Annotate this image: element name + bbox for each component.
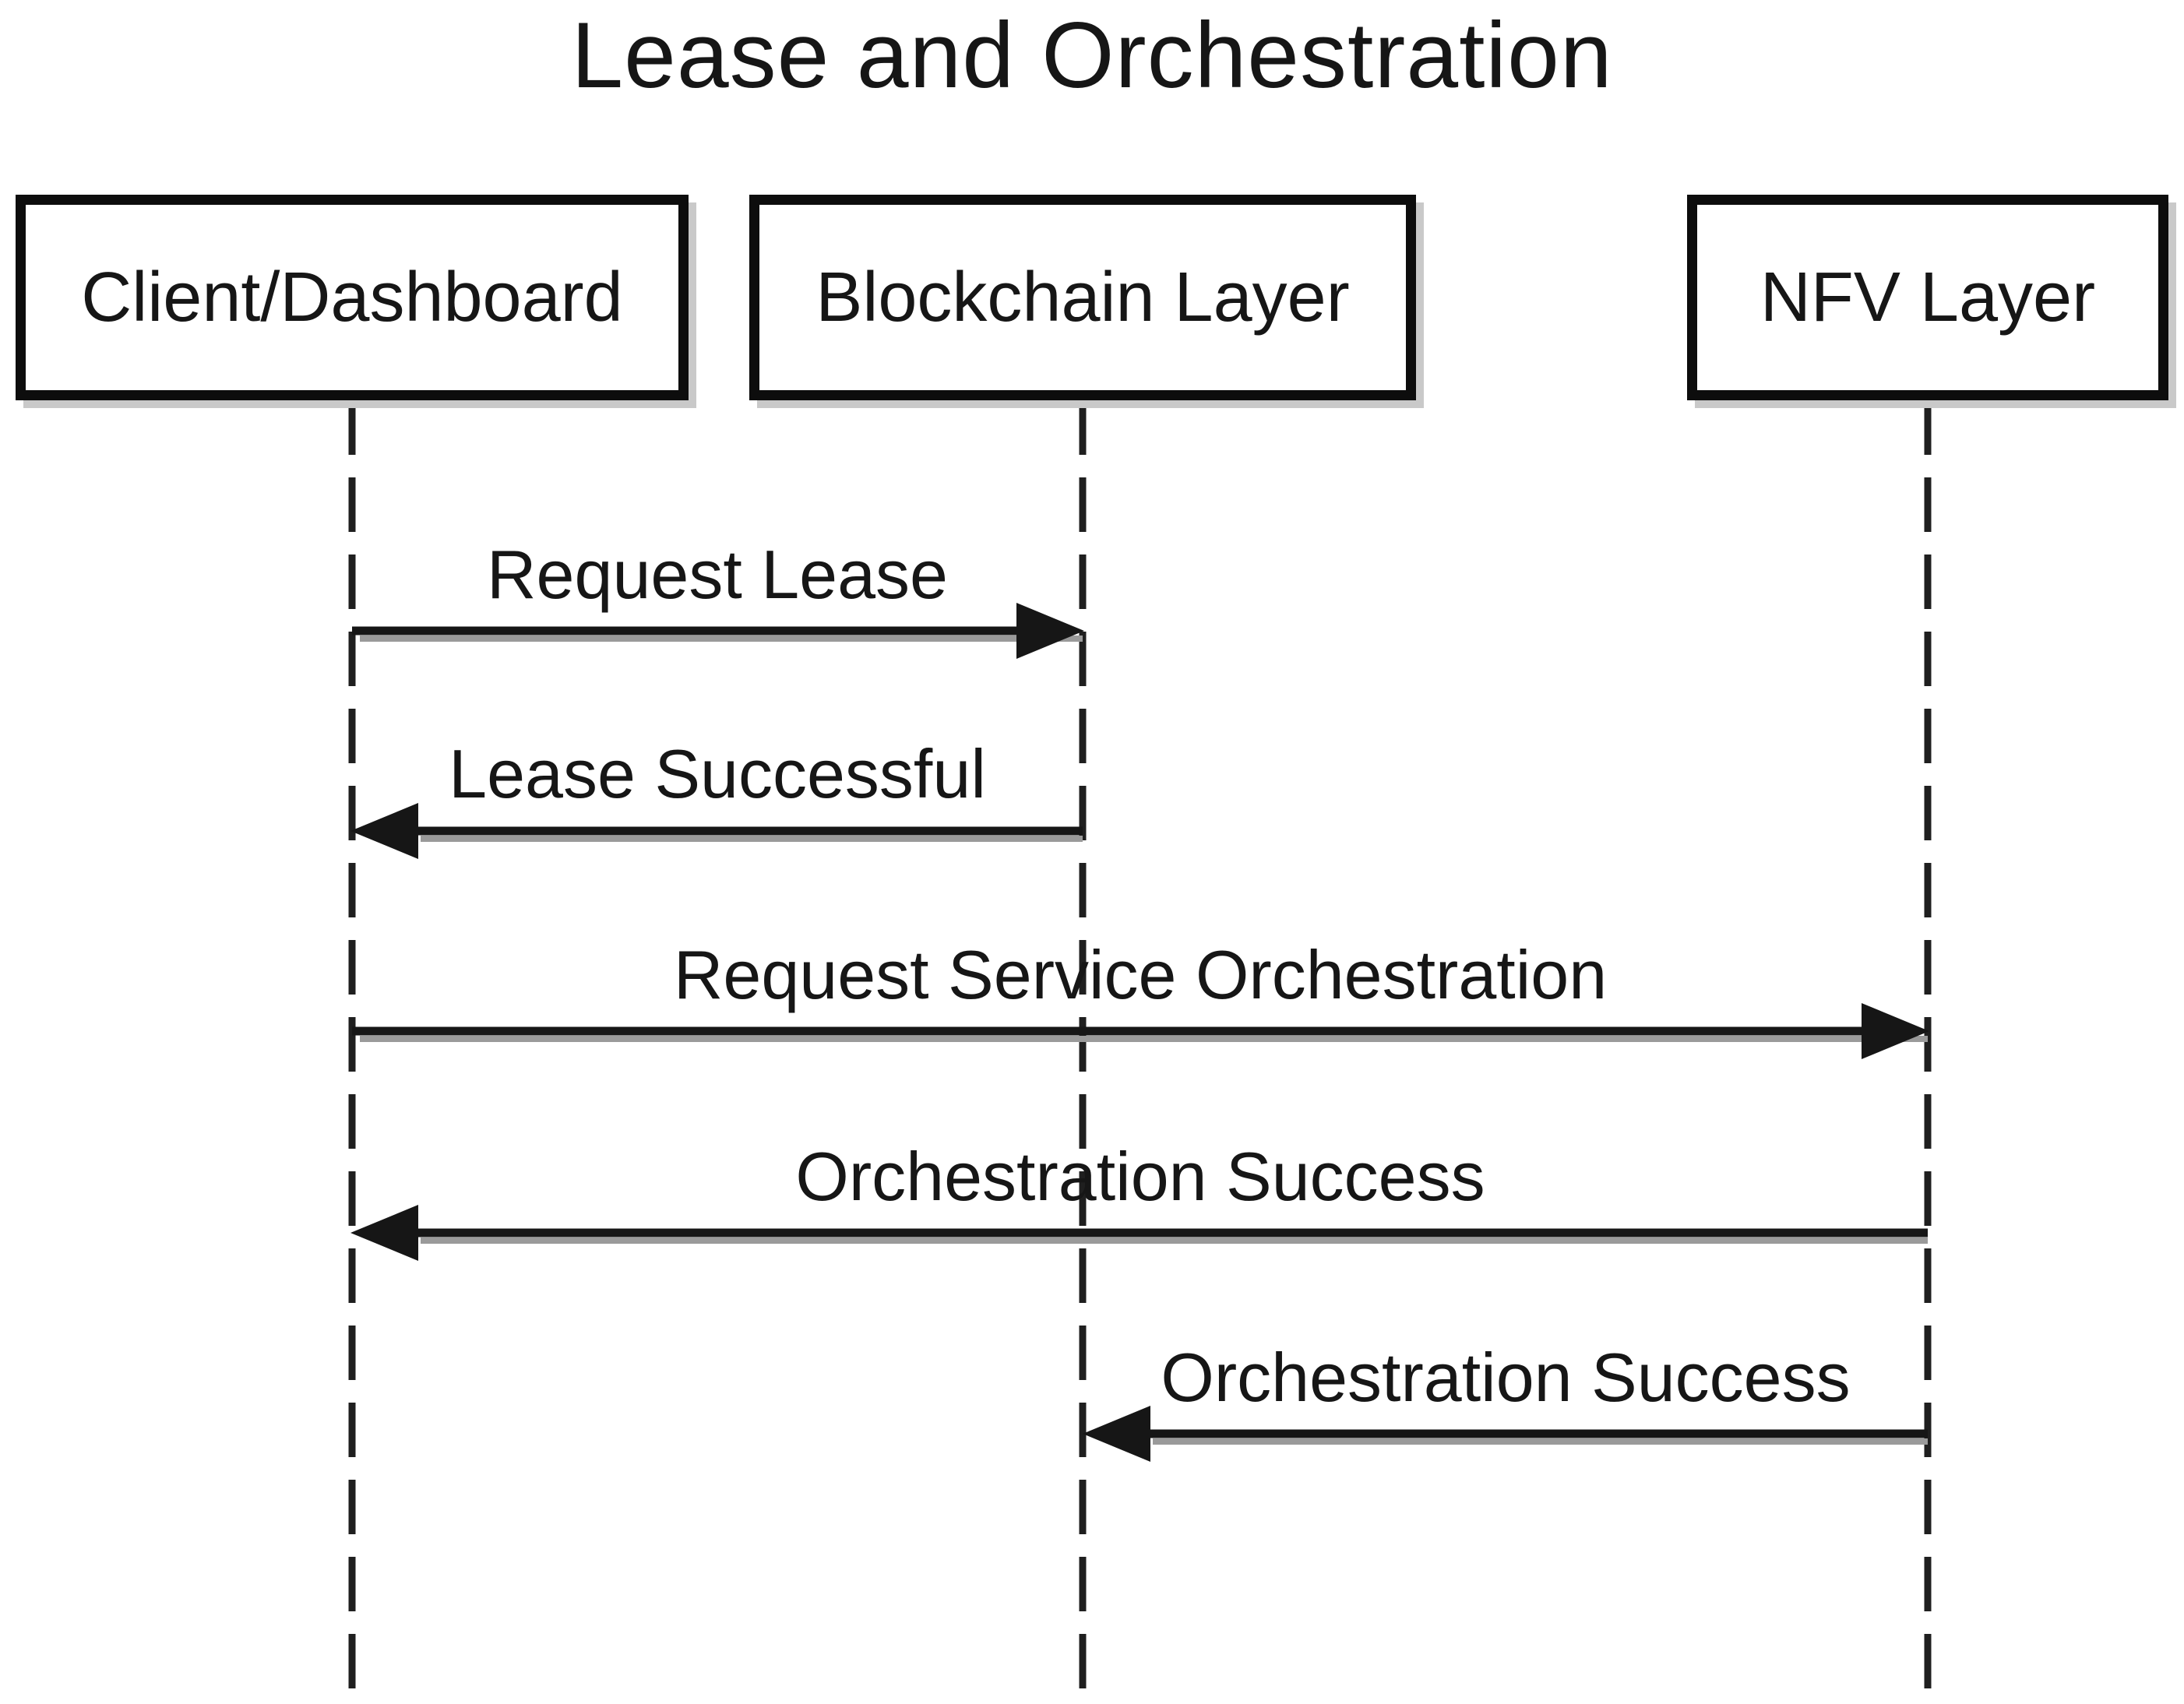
actor-box-blockchain-layer: Blockchain Layer [749, 195, 1416, 400]
message-arrow-orchestration-success-to-blockchain [1083, 1406, 1928, 1462]
message-arrow-request-lease [352, 603, 1084, 659]
arrowhead-left-icon [350, 803, 418, 859]
arrowhead-left-icon [1083, 1406, 1150, 1462]
message-label-orchestration-success-client: Orchestration Success [795, 1138, 1485, 1215]
message-arrow-orchestration-success-to-client [350, 1205, 1928, 1261]
arrowhead-right-icon [1862, 1003, 1929, 1059]
actor-label-client-dashboard: Client/Dashboard [81, 259, 623, 336]
actor-box-nfv-layer: NFV Layer [1687, 195, 2168, 400]
message-arrow-lease-successful [350, 803, 1083, 859]
message-label-lease-successful: Lease Successful [449, 735, 986, 812]
diagram-title: Lease and Orchestration [571, 3, 1613, 107]
arrowhead-right-icon [1016, 603, 1084, 659]
message-label-orchestration-success-blockchain: Orchestration Success [1161, 1339, 1851, 1416]
message-label-request-service-orchestration: Request Service Orchestration [673, 936, 1608, 1013]
actor-box-client-dashboard: Client/Dashboard [16, 195, 689, 400]
message-label-request-lease: Request Lease [487, 536, 948, 613]
message-arrow-request-service-orchestration [352, 1003, 1929, 1059]
arrowhead-left-icon [350, 1205, 418, 1261]
actor-label-blockchain-layer: Blockchain Layer [815, 259, 1350, 336]
actor-label-nfv-layer: NFV Layer [1760, 259, 2096, 336]
